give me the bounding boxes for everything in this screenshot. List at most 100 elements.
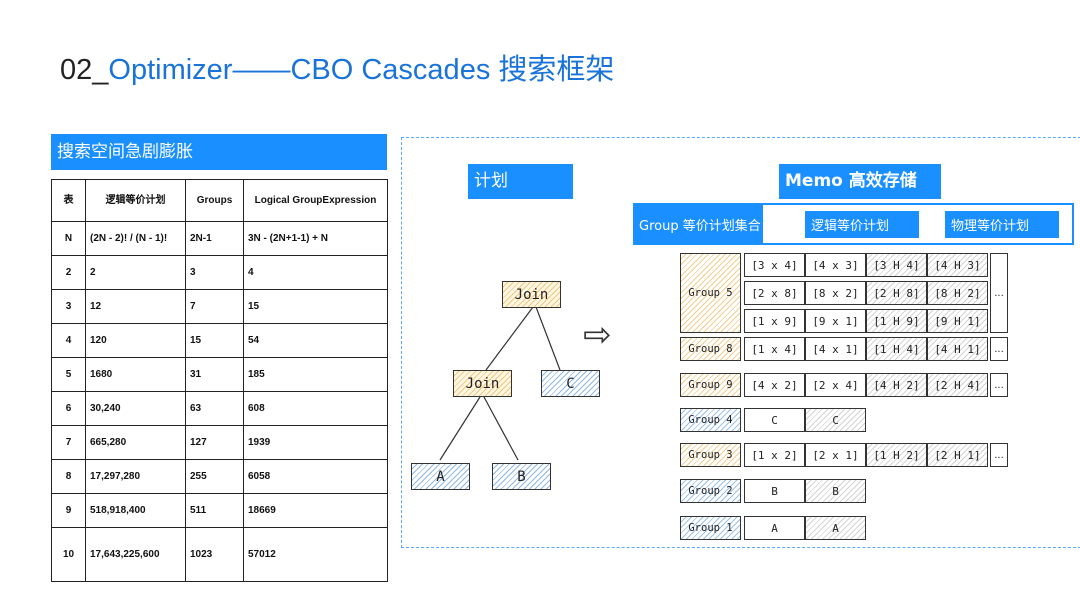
group-expression-cell: [9 H 1]: [927, 309, 988, 333]
group-expression-cell: [2 H 1]: [927, 443, 988, 467]
table-cell: 255: [185, 459, 244, 494]
group-expression-cell: [1 x 4]: [744, 337, 805, 361]
group-label: Group 9: [680, 373, 741, 397]
memo-group-set-label: Group 等价计划集合: [635, 205, 763, 243]
group-expression-cell: [4 H 3]: [927, 253, 988, 277]
table-cell: 17,297,280: [85, 459, 186, 494]
header-cell: Groups: [185, 179, 244, 222]
table-cell: (2N - 2)! / (N - 1)!: [85, 221, 186, 256]
group-expression-cell: [4 x 2]: [744, 373, 805, 397]
join-node-mid: Join: [453, 370, 512, 397]
table-cell: 17,643,225,600: [85, 527, 186, 582]
group-expression-cell: [8 x 2]: [805, 281, 866, 305]
group-expression-cell: [4 x 3]: [805, 253, 866, 277]
table-cell: 2: [51, 255, 86, 290]
plan-label: 计划: [468, 164, 573, 199]
table-cell: 511: [185, 493, 244, 528]
group-expression-cell: C: [744, 408, 805, 432]
table-cell: 185: [243, 357, 388, 392]
group-expression-cell: [3 x 4]: [744, 253, 805, 277]
group-expression-cell: [2 H 8]: [866, 281, 927, 305]
group-label: Group 2: [680, 479, 741, 503]
table-cell: 518,918,400: [85, 493, 186, 528]
node-b: B: [492, 463, 551, 490]
more-ellipsis: ...: [990, 337, 1008, 361]
memo-bar: Group 等价计划集合 逻辑等价计划 物理等价计划: [633, 203, 1074, 245]
table-cell: 6: [51, 391, 86, 426]
group-expression-cell: A: [805, 516, 866, 540]
table-cell: 2N-1: [185, 221, 244, 256]
table-cell: 12: [85, 289, 186, 324]
table-cell: 2: [85, 255, 186, 290]
table-cell: 5: [51, 357, 86, 392]
table-cell: 1680: [85, 357, 186, 392]
group-expression-cell: [2 x 8]: [744, 281, 805, 305]
table-cell: 30,240: [85, 391, 186, 426]
table-cell: 6058: [243, 459, 388, 494]
table-cell: 57012: [243, 527, 388, 582]
group-expression-cell: [1 x 9]: [744, 309, 805, 333]
formula-row: N (2N - 2)! / (N - 1)! 2N-1 3N - (2N+1-1…: [51, 221, 388, 256]
table-cell: 120: [85, 323, 186, 358]
more-ellipsis: ...: [990, 253, 1008, 333]
table-cell: 665,280: [85, 425, 186, 460]
more-ellipsis: ...: [990, 373, 1008, 397]
join-node-root: Join: [502, 281, 561, 308]
node-c: C: [541, 370, 600, 397]
search-space-table: 表 逻辑等价计划 Groups Logical GroupExpression …: [51, 179, 388, 582]
page-title: 02_Optimizer——CBO Cascades 搜索框架: [60, 46, 614, 88]
node-a: A: [411, 463, 470, 490]
group-expression-cell: C: [805, 408, 866, 432]
table-cell: 15: [185, 323, 244, 358]
group-label: Group 5: [680, 253, 741, 333]
group-expression-cell: [9 x 1]: [805, 309, 866, 333]
table-cell: 18669: [243, 493, 388, 528]
table-cell: 3: [185, 255, 244, 290]
table-cell: 63: [185, 391, 244, 426]
table-cell: 1939: [243, 425, 388, 460]
group-expression-cell: [8 H 2]: [927, 281, 988, 305]
table-cell: 127: [185, 425, 244, 460]
logical-plan-chip: 逻辑等价计划: [805, 211, 919, 238]
table-cell: 9: [51, 493, 86, 528]
group-expression-cell: [4 x 1]: [805, 337, 866, 361]
group-expression-cell: [1 H 4]: [866, 337, 927, 361]
table-cell: 4: [51, 323, 86, 358]
table-cell: 7: [51, 425, 86, 460]
group-expression-cell: [2 H 4]: [927, 373, 988, 397]
cascades-frame: [401, 137, 1080, 548]
more-ellipsis: ...: [990, 443, 1008, 467]
table-cell: N: [51, 221, 86, 256]
table-cell: 31: [185, 357, 244, 392]
tree-edges: [439, 306, 561, 461]
table-cell: 3N - (2N+1-1) + N: [243, 221, 388, 256]
group-expression-cell: B: [744, 479, 805, 503]
group-expression-cell: [1 x 2]: [744, 443, 805, 467]
search-space-label: 搜索空间急剧膨胀: [51, 134, 387, 170]
transform-arrow-icon: ⇨: [583, 315, 612, 355]
group-label: Group 8: [680, 337, 741, 361]
title-prefix: 02_: [60, 54, 109, 86]
physical-plan-chip: 物理等价计划: [945, 211, 1059, 238]
table-cell: 1023: [185, 527, 244, 582]
group-expression-cell: [1 H 2]: [866, 443, 927, 467]
memo-label: Memo 高效存储: [779, 164, 941, 199]
group-label: Group 3: [680, 443, 741, 467]
group-expression-cell: [2 x 1]: [805, 443, 866, 467]
header-cell: 逻辑等价计划: [85, 179, 186, 222]
group-expression-cell: [2 x 4]: [805, 373, 866, 397]
table-cell: 7: [185, 289, 244, 324]
table-cell: 15: [243, 289, 388, 324]
table-cell: 4: [243, 255, 388, 290]
header-cell: Logical GroupExpression: [243, 179, 388, 222]
group-expression-cell: [4 H 2]: [866, 373, 927, 397]
table-cell: 8: [51, 459, 86, 494]
